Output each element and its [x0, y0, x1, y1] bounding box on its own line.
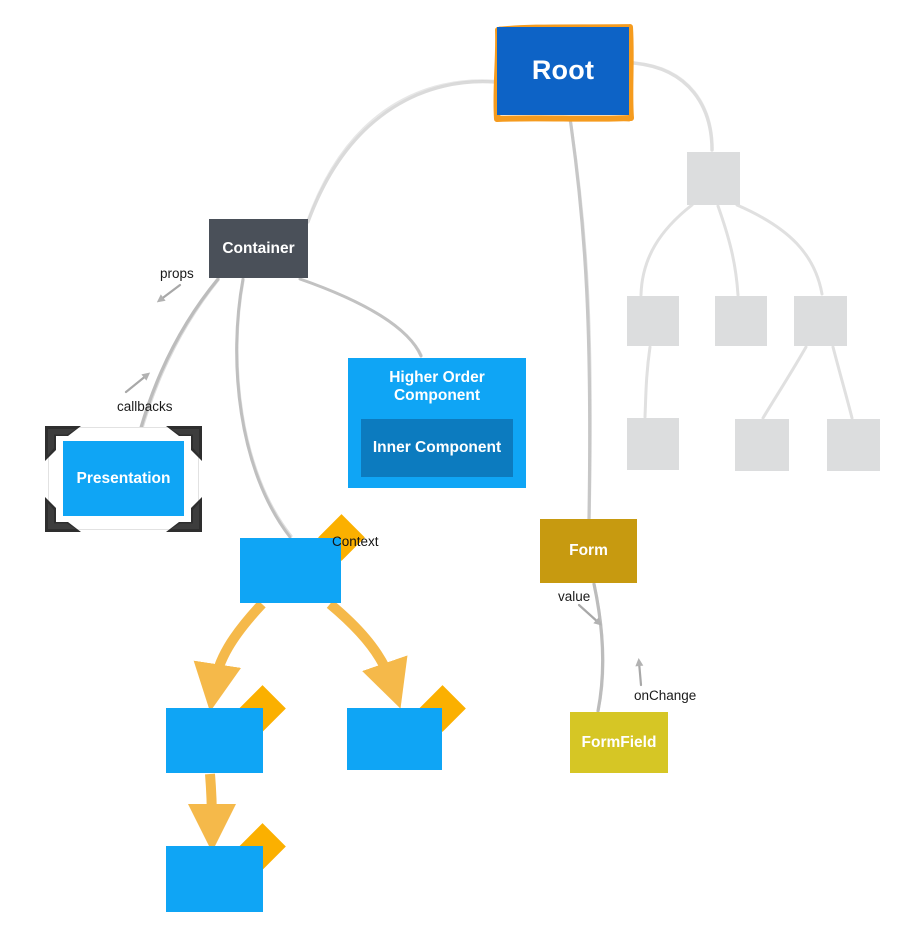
- node-form[interactable]: Form: [540, 519, 637, 583]
- ghost-node: [627, 296, 679, 346]
- context-label: Context: [332, 534, 379, 549]
- node-container[interactable]: Container: [209, 219, 308, 278]
- ghost-node: [627, 418, 679, 470]
- edge-label-arrow-onchange: [635, 658, 644, 687]
- edge-form-to-formfield: [592, 582, 605, 713]
- edge-label-props: props: [160, 266, 194, 281]
- edge-label-arrow-callbacks: [124, 372, 151, 394]
- node-inner-component-label: Inner Component: [372, 439, 502, 457]
- node-presentation[interactable]: Presentation: [63, 441, 184, 516]
- ghost-node: [687, 152, 740, 205]
- ghost-node: [827, 419, 880, 471]
- photo-corner-bottom-left: [43, 495, 83, 535]
- node-context-provider[interactable]: [240, 538, 341, 603]
- node-container-label: Container: [222, 239, 295, 257]
- node-context-consumer-left[interactable]: [166, 708, 263, 773]
- edge-container-to-hoc: [298, 277, 423, 358]
- node-root[interactable]: Root: [497, 27, 629, 115]
- ghost-node: [735, 419, 789, 471]
- node-presentation-label: Presentation: [76, 469, 171, 487]
- node-inner-component[interactable]: Inner Component: [361, 419, 513, 477]
- node-context-consumer-right[interactable]: [347, 708, 442, 770]
- node-formfield-label: FormField: [581, 733, 657, 751]
- node-formfield[interactable]: FormField: [570, 712, 668, 773]
- node-context-consumer-bottom[interactable]: [166, 846, 263, 912]
- edge-root-to-ghost-root: [631, 61, 714, 152]
- edge-label-value: value: [558, 589, 591, 604]
- edge-container-to-context: [235, 277, 293, 539]
- photo-corner-bottom-right: [164, 495, 204, 535]
- node-hoc-label: Higher Order Component: [389, 369, 485, 404]
- edge-label-callbacks: callbacks: [117, 399, 173, 414]
- edge-label-onchange: onChange: [634, 688, 697, 703]
- node-root-label: Root: [531, 55, 595, 86]
- edge-root-to-form: [568, 116, 592, 521]
- edge-label-arrow-props: [156, 283, 182, 303]
- photo-corner-top-right: [164, 423, 204, 463]
- edge-label-arrow-value: [577, 603, 602, 626]
- node-form-label: Form: [569, 542, 608, 560]
- ghost-node: [794, 296, 847, 346]
- ghost-node: [715, 296, 767, 346]
- edge-root-to-container: [306, 79, 496, 224]
- photo-corner-top-left: [43, 423, 83, 463]
